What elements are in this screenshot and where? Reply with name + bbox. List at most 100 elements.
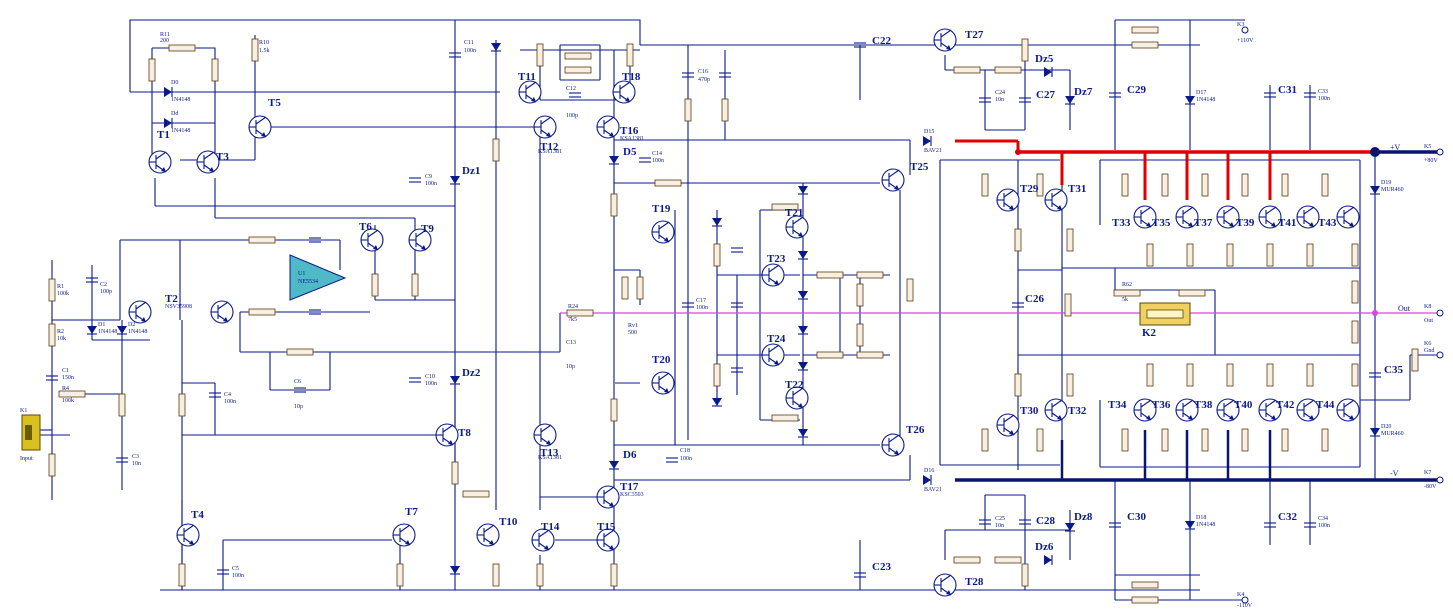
label-t16-part: KSA1381 (620, 136, 644, 142)
label-c26: C26 (1025, 293, 1044, 305)
connector-labels: K1 Input K2 K3 +110V K4 -110V K5 +80V K6… (20, 22, 1438, 609)
label-c6-val: 10p (294, 404, 303, 410)
label-t17: T17 (620, 481, 639, 493)
label-c16: C16 (698, 69, 708, 75)
label-t28: T28 (965, 576, 984, 588)
input-connector (21, 414, 41, 451)
label-d16: D16 (924, 468, 934, 474)
label-d0: D0 (171, 80, 178, 86)
label-d6: D6 (623, 449, 637, 461)
label-d20-val: MUR460 (1381, 431, 1404, 437)
label-dz6: Dz6 (1035, 541, 1054, 553)
label-d5: D5 (623, 146, 637, 158)
label-c17: C17 (696, 298, 706, 304)
label-k4-sub: -110V (1237, 603, 1253, 609)
label-t6: T6 (359, 221, 372, 233)
label-c35: C35 (1384, 364, 1403, 376)
label-c17-val: 100n (696, 305, 708, 311)
label-t12-part: KSA1381 (538, 149, 562, 155)
label-c28: C28 (1036, 515, 1055, 527)
label-c18: C18 (680, 448, 690, 454)
label-c32: C32 (1278, 511, 1297, 523)
label-dz1: Dz1 (462, 165, 480, 177)
label-r11: R11 (160, 32, 170, 38)
label-d1: D1 (98, 322, 105, 328)
label-c4-val: 100n (224, 399, 236, 405)
label-c29: C29 (1127, 84, 1146, 96)
label-c1: C1 (62, 368, 69, 374)
label-k6: K6 (1424, 341, 1431, 347)
label-dz7: Dz7 (1074, 86, 1093, 98)
label-c12: C12 (566, 86, 576, 92)
capacitor-labels: C22 C23 C26 C27 C28 C29 C30 C31 C32 C35 (872, 35, 1403, 573)
label-t41: T41 (1278, 217, 1296, 229)
label-d2-val: 1N4148 (128, 329, 147, 335)
label-t20: T20 (652, 354, 671, 366)
label-r24-val: 7k5 (568, 317, 577, 323)
label-t23: T23 (767, 253, 786, 265)
label-c12-val: 100p (566, 113, 578, 119)
label-t29: T29 (1020, 183, 1039, 195)
label-d2: D2 (128, 322, 135, 328)
label-r24: R24 (568, 304, 578, 310)
label-t1: T1 (157, 129, 170, 141)
label-t34: T34 (1108, 399, 1127, 411)
label-t43: T43 (1318, 217, 1337, 229)
label-r10-val: 1.5k (259, 48, 270, 54)
label-t2-part: NSV35908 (165, 304, 192, 310)
label-dz8: Dz8 (1074, 511, 1093, 523)
label-k3: K3 (1237, 22, 1244, 28)
label-d17-val: 1N4148 (1196, 97, 1215, 103)
relay-k2 (1139, 302, 1191, 326)
label-k3-sub: +110V (1237, 38, 1254, 44)
label-c2: C2 (100, 282, 107, 288)
label-c6: C6 (294, 379, 301, 385)
label-k7-sub: -80V (1424, 484, 1437, 490)
label-t39: T39 (1236, 217, 1255, 229)
label-t27: T27 (965, 29, 984, 41)
label-d18-val: 1N4148 (1196, 522, 1215, 528)
label-c27: C27 (1036, 89, 1055, 101)
label-c9: C9 (425, 174, 432, 180)
small-component-labels: R11 200 D0 1N4148 Dd 1N4148 R10 1.5k C11… (57, 32, 1404, 579)
opamp-part: NE5534 (298, 279, 318, 285)
label-c11-val: 100n (464, 48, 476, 54)
label-dd-val: 1N4148 (171, 128, 190, 134)
label-d20: D20 (1381, 424, 1391, 430)
label-c5: C5 (232, 566, 239, 572)
resistors (48, 26, 1419, 604)
label-rv1-val: 500 (628, 330, 637, 336)
label-d1-val: 1N4148 (98, 329, 117, 335)
label-t13-part: KSA1381 (538, 455, 562, 461)
label-c25-val: 10n (995, 523, 1004, 529)
label-c4: C4 (224, 392, 231, 398)
label-k4: K4 (1237, 592, 1244, 598)
positive-supply-rail (955, 139, 1440, 200)
label-c25: C25 (995, 516, 1005, 522)
label-k1: K1 (20, 408, 27, 414)
label-r4: R4 (62, 386, 69, 392)
label-r4-val: 100k (62, 398, 74, 404)
label-c31: C31 (1278, 84, 1297, 96)
label-k5-sub: +80V (1424, 158, 1438, 164)
label-c18-val: 100n (680, 456, 692, 462)
label-k2: K2 (1142, 327, 1157, 339)
label-r11-val: 200 (160, 38, 169, 44)
label-t14: T14 (541, 521, 560, 533)
label-t30: T30 (1020, 405, 1039, 417)
label-t31: T31 (1068, 183, 1086, 195)
label-c22: C22 (872, 35, 891, 47)
label-c24-val: 10n (995, 97, 1004, 103)
label-d16-val: BAV21 (924, 487, 942, 493)
label-t38: T38 (1194, 399, 1213, 411)
label-t10: T10 (499, 516, 518, 528)
label-t40: T40 (1234, 399, 1253, 411)
label-c11: C11 (464, 40, 474, 46)
label-c13-val: 10p (566, 364, 575, 370)
label-t24: T24 (767, 333, 786, 345)
label-c5-val: 100n (232, 573, 244, 579)
opamp-u1: U1 NE5534 (289, 254, 347, 301)
label-c14: C14 (652, 151, 662, 157)
label-t18: T18 (622, 71, 641, 83)
label-minus-v: -V (1390, 469, 1399, 478)
